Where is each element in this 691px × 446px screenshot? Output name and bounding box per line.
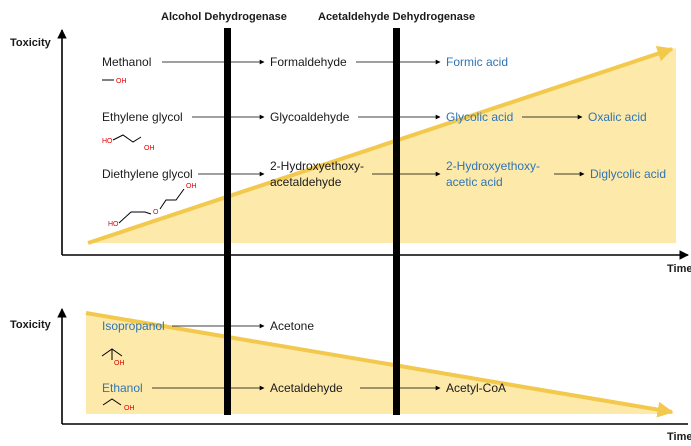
hydroxyethoxy-acetaldehyde-line2: acetaldehyde bbox=[270, 175, 342, 189]
diethylene-glycol-label: Diethylene glycol bbox=[102, 167, 193, 181]
ethylene-glycol-label: Ethylene glycol bbox=[102, 110, 183, 124]
ethylene-glycol-structure-icon: HO OH bbox=[102, 134, 155, 152]
glycoaldehyde-label: Glycoaldehyde bbox=[270, 110, 350, 124]
hydroxyethoxy-acetic-acid-line1: 2-Hydroxyethoxy- bbox=[446, 159, 540, 173]
isopropanol-label: Isopropanol bbox=[102, 319, 165, 333]
hydroxyethoxy-acetaldehyde-line1: 2-Hydroxyethoxy- bbox=[270, 159, 364, 173]
o-label: O bbox=[153, 209, 159, 216]
formaldehyde-label: Formaldehyde bbox=[270, 55, 347, 69]
isopropanol-structure-icon: OH bbox=[101, 348, 125, 367]
top-x-axis-label: Time bbox=[667, 263, 691, 275]
oh-label: OH bbox=[124, 405, 135, 412]
decreasing-trend-arrow bbox=[85, 311, 674, 418]
diglycolic-acid-label: Diglycolic acid bbox=[590, 167, 666, 181]
acetyl-coa-label: Acetyl-CoA bbox=[446, 381, 506, 395]
methanol-structure-icon: OH bbox=[102, 78, 127, 85]
alcohol-dehydrogenase-label: Alcohol Dehydrogenase bbox=[161, 11, 287, 23]
acetaldehyde-dehydrogenase-bar bbox=[393, 28, 400, 415]
top-y-axis-label: Toxicity bbox=[10, 37, 52, 49]
formic-acid-label: Formic acid bbox=[446, 55, 508, 69]
ethanol-label: Ethanol bbox=[102, 381, 143, 395]
glycolic-acid-label: Glycolic acid bbox=[446, 110, 513, 124]
oh-label: OH bbox=[186, 183, 197, 190]
hydroxyethoxy-acetic-acid-line2: acetic acid bbox=[446, 175, 503, 189]
oh-label: OH bbox=[144, 145, 155, 152]
oh-label: OH bbox=[114, 360, 125, 367]
increasing-trend-arrow bbox=[87, 45, 674, 245]
bottom-x-axis-label: Time bbox=[667, 431, 691, 441]
acetaldehyde-label: Acetaldehyde bbox=[270, 381, 343, 395]
ethanol-structure-icon: OH bbox=[102, 398, 135, 412]
acetone-label: Acetone bbox=[270, 319, 314, 333]
oh-label: OH bbox=[116, 78, 127, 85]
ho-label: HO bbox=[108, 221, 119, 228]
acetaldehyde-dehydrogenase-label: Acetaldehyde Dehydrogenase bbox=[318, 11, 475, 23]
alcohol-dehydrogenase-bar bbox=[224, 28, 231, 415]
methanol-label: Methanol bbox=[102, 55, 151, 69]
ho-label: HO bbox=[102, 138, 113, 145]
diethylene-glycol-structure-icon: HO O OH bbox=[108, 183, 197, 228]
bottom-y-axis-label: Toxicity bbox=[10, 319, 52, 331]
oxalic-acid-label: Oxalic acid bbox=[588, 110, 647, 124]
